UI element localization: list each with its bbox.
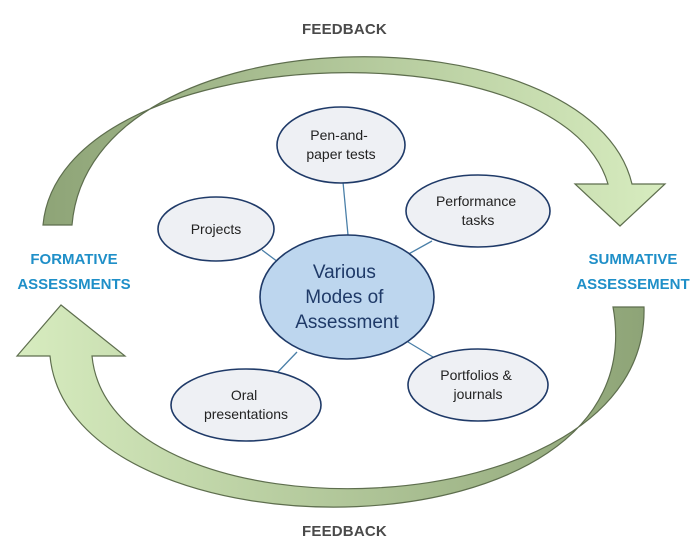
connector-pen-paper	[342, 181, 349, 236]
center-ellipse	[259, 234, 435, 360]
summative-line1: SUMMATIVE	[588, 251, 678, 268]
formative-line2: ASSESSMENTS	[17, 276, 131, 293]
node-portfolios-journals-label: Portfolios & journals	[440, 367, 515, 402]
node-performance-tasks	[405, 174, 551, 248]
node-projects-label: Projects	[191, 221, 242, 237]
center-label: Various Modes of Assessment	[295, 262, 399, 333]
feedback-label-bottom: FEEDBACK	[302, 523, 387, 540]
feedback-label-top: FEEDBACK	[302, 21, 387, 38]
connector-projects	[261, 249, 279, 263]
summative-assessment-label: SUMMATIVE ASSESSEMENT	[568, 247, 698, 297]
node-oral-presentations	[170, 368, 322, 442]
top-cycle-arrow	[42, 56, 667, 227]
summative-line2: ASSESSEMENT	[576, 276, 690, 293]
node-pen-paper-tests-label: Pen-and- paper tests	[306, 127, 375, 162]
node-portfolios-journals	[407, 348, 549, 422]
node-oral-presentations-label: Oral presentations	[204, 387, 288, 422]
formative-assessments-label: FORMATIVE ASSESSMENTS	[6, 247, 142, 297]
node-performance-tasks-label: Performance tasks	[436, 193, 520, 228]
bottom-cycle-arrow	[15, 304, 645, 508]
formative-line1: FORMATIVE	[30, 251, 118, 268]
node-pen-paper-tests	[276, 106, 406, 184]
node-projects	[157, 196, 275, 262]
